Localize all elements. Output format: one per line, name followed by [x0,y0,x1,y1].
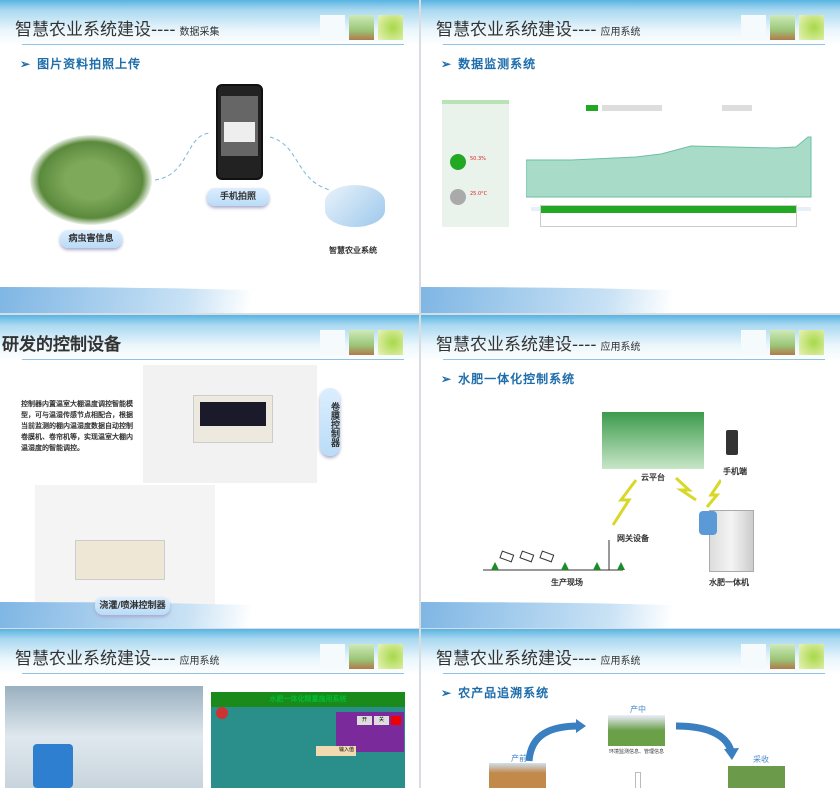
divider [443,44,825,45]
label-mid: 产中 [630,705,646,714]
bottom-wave [0,602,419,628]
slide-title: 智慧农业系统建设----应用系统 [436,335,641,355]
label-machine: 水肥一体机 [709,578,749,587]
label-irrigation-controller: 浇灌/喷淋控制器 [95,597,170,615]
film-controller-photo [143,365,317,483]
divider [443,359,825,360]
divider [443,673,825,674]
sensor-panel: 50.3% 25.0°C [442,100,509,227]
field-photo [489,763,546,788]
slide-title: 研发的控制设备 [2,335,121,355]
header-thumbnails [320,15,403,40]
label-pre: 产前 [511,754,527,763]
arrow-icon: ➢ [441,372,453,386]
alarm-light [216,707,228,719]
mobile-phone-image [726,430,738,455]
slide-traceability[interactable]: 智慧农业系统建设----应用系统 ➢农产品追溯系统 产中 环境监测信息、管理信息… [421,629,840,788]
open-button[interactable]: 开 [357,716,372,725]
label-pest: 病虫害信息 [60,230,122,248]
arrow-icon: ➢ [441,57,453,71]
arrow-icon: ➢ [20,57,32,71]
control-panel-screenshot: 水肥一体化精量施用系统 开 关 输入值 [211,692,405,788]
slide-fertigation[interactable]: 智慧农业系统建设----应用系统 ➢水肥一体化控制系统 云平台 手机端 网关设备… [421,315,840,628]
flow-arrows [525,719,739,762]
water-tank-image [699,511,717,535]
slide-fertigation-ui[interactable]: 智慧农业系统建设----应用系统 水肥一体化精量施用系统 开 关 输入值 [0,629,419,788]
label-system: 智慧农业系统 [329,246,377,255]
network-diagram [483,476,721,571]
slide-data-monitoring[interactable]: 智慧农业系统建设----应用系统 ➢数据监测系统 50.3% 25.0°C [421,0,840,313]
temperature-value: 25.0°C [470,191,488,197]
section-heading: ➢图片资料拍照上传 [20,57,142,71]
header-thumbnails [741,644,824,669]
divider [22,44,404,45]
header-thumbnails [741,330,824,355]
slide-title: 智慧农业系统建设----应用系统 [436,20,641,40]
bottom-wave [421,287,840,313]
status-indicator [391,716,401,725]
label-mid-desc: 环境监测信息、管理信息 [608,749,664,755]
arrow-icon: ➢ [441,686,453,700]
label-cloud: 云平台 [641,473,665,482]
label-harvest: 采收 [753,755,769,764]
leaf-photo [30,135,152,225]
fertigation-machine-image [709,510,754,572]
bottom-wave [421,602,840,628]
divider [22,673,404,674]
equipment-photo [5,686,203,788]
value-input[interactable]: 输入值 [316,746,356,756]
close-button[interactable]: 关 [374,716,389,725]
slide-title: 智慧农业系统建设----应用系统 [15,649,220,669]
section-heading: ➢数据监测系统 [441,57,537,71]
section-heading: ➢农产品追溯系统 [441,686,550,700]
panel-title: 水肥一体化精量施用系统 [211,692,405,707]
label-film-controller: 卷膜控制器 [320,388,340,456]
cloud-platform-screenshot [602,412,704,469]
stats-table [540,205,797,227]
slide-data-collection[interactable]: 智慧农业系统建设----数据采集 ➢图片资料拍照上传 病虫害信息 手机拍照 智慧… [0,0,419,313]
computer-user-icon [325,185,385,227]
header-thumbnails [320,330,403,355]
label-mobile: 手机端 [723,467,747,476]
label-phone: 手机拍照 [207,188,269,206]
down-arrow [635,772,641,788]
slide-title: 智慧农业系统建设----数据采集 [15,20,220,40]
header-thumbnails [741,15,824,40]
slide-control-devices[interactable]: 研发的控制设备 控制器内置温室大棚温度调控智能模型，可与温湿传感节点相配合，根据… [0,315,419,628]
label-gateway: 网关设备 [617,534,649,543]
divider [22,359,404,360]
bottom-wave [0,287,419,313]
section-heading: ➢水肥一体化控制系统 [441,372,576,386]
irrigation-controller-photo [35,485,215,605]
slide-title: 智慧农业系统建设----应用系统 [436,649,641,669]
flow-arrows [154,132,331,191]
harvest-photo [728,766,785,788]
greenhouse-photo [608,715,665,746]
phone-image [216,84,263,180]
humidity-value: 50.3% [470,156,486,162]
label-field: 生产现场 [551,578,583,587]
device-description: 控制器内置温室大棚温度调控智能模型，可与温湿传感节点相配合，根据当前监测的棚内温… [21,400,133,452]
header-thumbnails [320,644,403,669]
